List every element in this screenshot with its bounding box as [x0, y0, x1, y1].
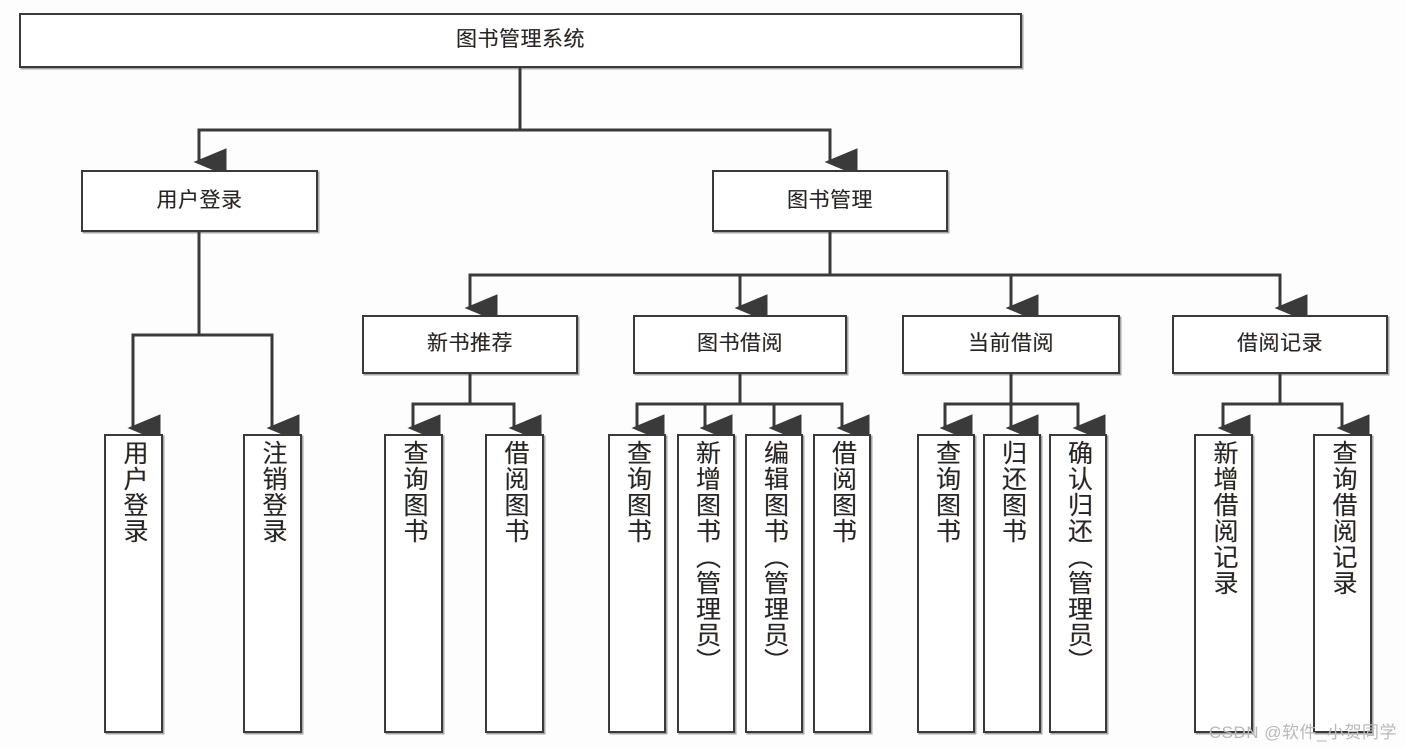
leaf-current-borrow-confirm[interactable]: 确认归还（管理员）: [1049, 434, 1107, 733]
node-label: 确认归还（管理员）: [1064, 440, 1093, 674]
node-label: 借阅记录: [1237, 332, 1323, 356]
leaf-borrow-record-query[interactable]: 查询借阅记录: [1313, 434, 1372, 733]
leaf-current-borrow-query[interactable]: 查询图书: [917, 434, 975, 733]
leaf-book-borrow-add[interactable]: 新增图书（管理员）: [677, 434, 735, 733]
leaf-book-borrow-query[interactable]: 查询图书: [608, 434, 666, 733]
leaf-book-borrow-borrow[interactable]: 借阅图书: [813, 434, 871, 733]
node-label: 归还图书: [998, 440, 1027, 544]
leaf-book-borrow-edit[interactable]: 编辑图书（管理员）: [745, 434, 803, 733]
node-label: 图书管理系统: [456, 28, 585, 52]
node-root-system[interactable]: 图书管理系统: [19, 13, 1022, 68]
node-label: 新增图书（管理员）: [692, 440, 721, 674]
node-label: 图书借阅: [697, 332, 783, 356]
node-label: 新增借阅记录: [1210, 440, 1238, 596]
leaf-user-login-signin[interactable]: 用户登录: [104, 434, 163, 733]
node-label: 查询图书: [932, 440, 961, 544]
node-current-borrow[interactable]: 当前借阅: [902, 315, 1120, 374]
node-borrow-record[interactable]: 借阅记录: [1172, 315, 1388, 374]
leaf-new-book-borrow[interactable]: 借阅图书: [485, 434, 544, 733]
node-new-book-recommend[interactable]: 新书推荐: [362, 315, 578, 374]
node-label: 查询图书: [623, 440, 652, 544]
leaf-user-login-signout[interactable]: 注销登录: [243, 434, 302, 733]
node-label: 编辑图书（管理员）: [760, 440, 789, 674]
node-label: 注销登录: [259, 440, 287, 544]
leaf-borrow-record-add[interactable]: 新增借阅记录: [1194, 434, 1253, 733]
leaf-new-book-query[interactable]: 查询图书: [384, 434, 443, 733]
node-label: 新书推荐: [427, 332, 513, 356]
node-label: 当前借阅: [968, 332, 1054, 356]
leaf-current-borrow-return[interactable]: 归还图书: [983, 434, 1041, 733]
node-label: 查询图书: [400, 440, 428, 544]
node-book-borrow[interactable]: 图书借阅: [633, 315, 847, 374]
node-label: 用户登录: [156, 188, 243, 212]
node-user-login[interactable]: 用户登录: [81, 170, 318, 232]
node-label: 借阅图书: [828, 440, 857, 544]
node-book-management[interactable]: 图书管理: [712, 170, 948, 232]
node-label: 查询借阅记录: [1329, 440, 1357, 596]
node-label: 借阅图书: [501, 440, 529, 544]
node-label: 图书管理: [787, 188, 873, 212]
node-label: 用户登录: [120, 440, 148, 544]
